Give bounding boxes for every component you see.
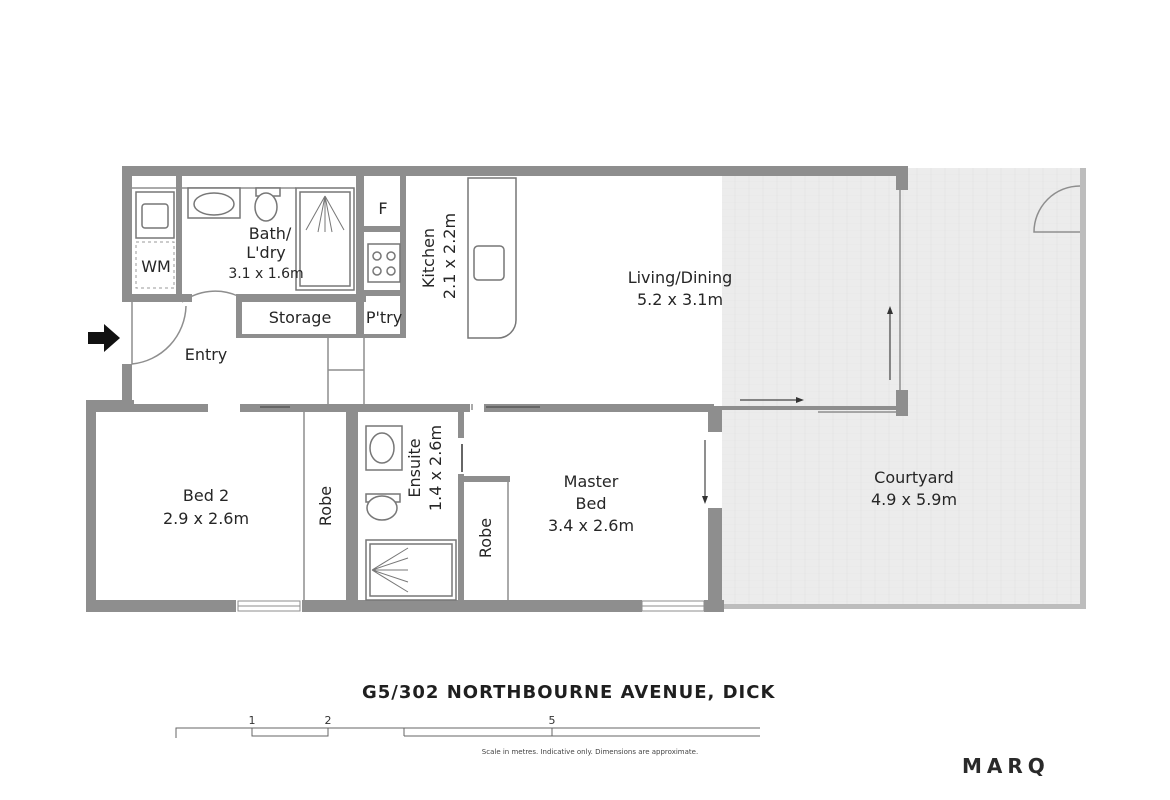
scale-tick-5: 5: [549, 714, 556, 727]
pantry-label: P'try: [366, 308, 402, 327]
robe1-label: Robe: [316, 486, 335, 526]
entry-door: [131, 302, 187, 365]
fridge-label: F: [378, 199, 387, 218]
master-size: 3.4 x 2.6m: [548, 516, 634, 535]
bath-label-2: L'dry: [246, 243, 286, 262]
bed2-label: Bed 2: [183, 486, 229, 505]
bath-label: Bath/: [249, 224, 292, 243]
ensuite-size: 1.4 x 2.6m: [426, 425, 445, 511]
kitchen-size: 2.1 x 2.2m: [440, 213, 459, 299]
courtyard-size: 4.9 x 5.9m: [871, 490, 957, 509]
kitchen-label: Kitchen: [419, 228, 438, 288]
walls: [86, 166, 908, 612]
bed2-size: 2.9 x 2.6m: [163, 509, 249, 528]
scale-note: Scale in metres. Indicative only. Dimens…: [482, 748, 698, 756]
scale-tick-1: 1: [249, 714, 256, 727]
robe2-label: Robe: [476, 518, 495, 558]
address-title: G5/302 NORTHBOURNE AVENUE, DICK: [362, 682, 776, 703]
storage-label: Storage: [269, 308, 332, 327]
arrow-right-icon: [88, 324, 120, 352]
courtyard-gate: [1033, 185, 1081, 233]
fixtures: [135, 177, 517, 601]
brand-logo: MARQ: [962, 754, 1050, 778]
bath-size: 3.1 x 1.6m: [228, 266, 303, 282]
scale-bar: 1 2 5 Scale in metres. Indicative only. …: [175, 714, 760, 756]
courtyard-area: [722, 168, 1086, 608]
courtyard-label: Courtyard: [874, 468, 954, 487]
wm-label: WM: [141, 257, 171, 276]
master-label: Master: [564, 472, 619, 491]
ensuite-label: Ensuite: [405, 438, 424, 497]
living-size: 5.2 x 3.1m: [637, 290, 723, 309]
scale-tick-2: 2: [325, 714, 332, 727]
master-label-2: Bed: [576, 494, 607, 513]
living-label: Living/Dining: [628, 268, 733, 287]
entry-label: Entry: [185, 345, 228, 364]
